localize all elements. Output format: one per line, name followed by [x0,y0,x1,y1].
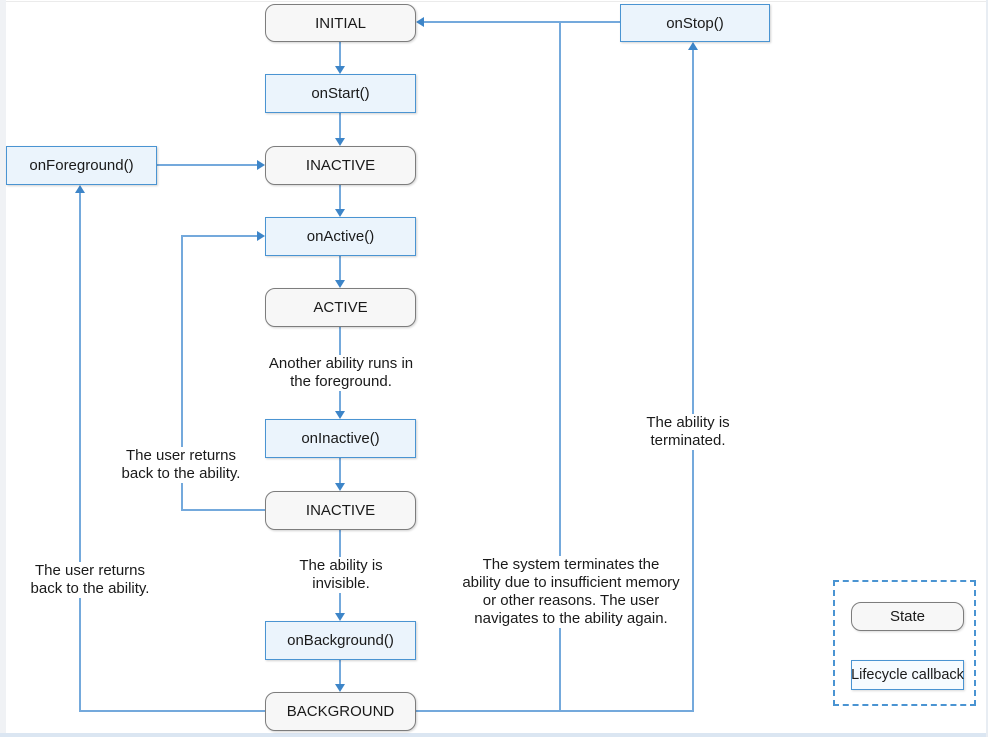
annotation-ability-invisible: The ability is invisible. [266,557,416,593]
node-callback-onstart: onStart() [265,74,416,113]
connector-loop-bottom [182,509,265,511]
node-callback-onactive: onActive() [265,217,416,256]
node-state-active: ACTIVE [265,288,416,327]
connector-return-vertical [79,190,81,712]
connector-loop-vertical [181,235,183,511]
arrowhead-right-icon [257,231,265,241]
connector-onbackground-background [339,660,341,688]
connector-terminate-vertical [692,48,694,712]
connector-initial-onstart [339,42,341,70]
node-callback-oninactive: onInactive() [265,419,416,458]
legend-lifecycle-callback-sample: Lifecycle callback [851,660,964,690]
connector-background-right [416,710,693,712]
page-top-border [6,1,988,2]
page-right-border [986,0,988,737]
arrowhead-down-icon [335,66,345,74]
node-state-initial: INITIAL [265,4,416,42]
arrowhead-down-icon [335,138,345,146]
arrowhead-down-icon [335,483,345,491]
annotation-user-returns-inner: The user returns back to the ability. [106,447,256,483]
connector-inactive-onactive [339,185,341,213]
arrowhead-down-icon [335,684,345,692]
node-callback-onstop: onStop() [620,4,770,42]
connector-onstart-inactive [339,113,341,142]
page-bottom-border [0,733,988,737]
connector-onstop-initial [424,21,620,23]
arrowhead-up-icon [75,185,85,193]
annotation-user-returns-outer: The user returns back to the ability. [15,562,165,598]
arrowhead-left-icon [416,17,424,27]
arrowhead-down-icon [335,280,345,288]
arrowhead-down-icon [335,411,345,419]
page-left-margin [0,0,6,737]
connector-onforeground-inactive [157,164,257,166]
node-state-inactive-top: INACTIVE [265,146,416,185]
node-state-inactive-bottom: INACTIVE [265,491,416,530]
connector-onactive-active [339,256,341,284]
arrowhead-right-icon [257,160,265,170]
connector-oninactive-inactive2 [339,458,341,487]
annotation-system-terminates: The system terminates the ability due to… [452,556,690,628]
annotation-another-ability: Another ability runs in the foreground. [246,355,436,391]
arrowhead-down-icon [335,209,345,217]
node-callback-onforeground: onForeground() [6,146,157,185]
annotation-ability-terminated: The ability is terminated. [613,414,763,450]
legend-state-sample: State [851,602,964,631]
arrowhead-down-icon [335,613,345,621]
node-callback-onbackground: onBackground() [265,621,416,660]
connector-background-left [80,710,265,712]
node-state-background: BACKGROUND [265,692,416,731]
connector-loop-top [182,235,257,237]
legend: State Lifecycle callback [833,580,976,706]
arrowhead-up-icon [688,42,698,50]
connector-restart-vertical [559,21,561,712]
